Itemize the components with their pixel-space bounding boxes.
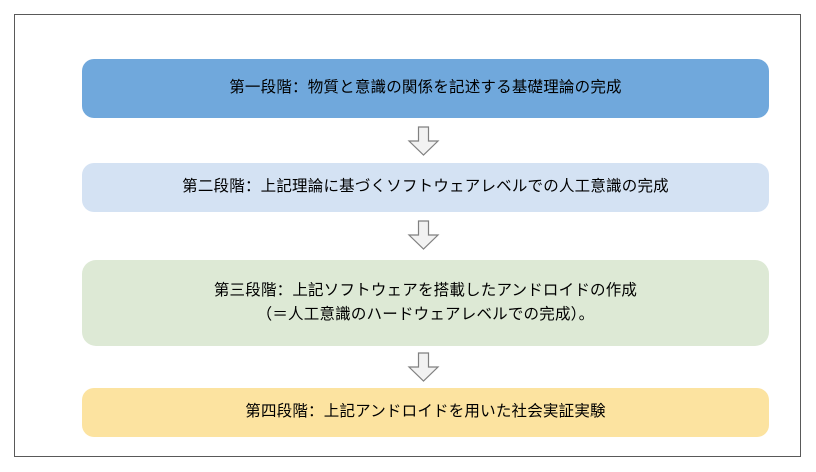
stage-box-3-label: 第三段階：上記ソフトウェアを搭載したアンドロイドの作成 （＝人工意識のハードウェ… — [213, 281, 638, 323]
stage-box-1[interactable]: 第一段階：物質と意識の関係を記述する基礎理論の完成 — [82, 59, 769, 118]
diagram-outer-frame: 第一段階：物質と意識の関係を記述する基礎理論の完成 第二段階：上記理論に基づくソ… — [14, 14, 801, 457]
stage-box-4[interactable]: 第四段階：上記アンドロイドを用いた社会実証実験 — [82, 388, 769, 437]
arrow-down-icon — [407, 220, 440, 250]
stage-box-1-label: 第一段階：物質と意識の関係を記述する基礎理論の完成 — [229, 79, 622, 97]
arrow-down-icon — [407, 352, 440, 382]
stage-box-3[interactable]: 第三段階：上記ソフトウェアを搭載したアンドロイドの作成 （＝人工意識のハードウェ… — [82, 260, 769, 346]
stage-box-2-label: 第二段階：上記理論に基づくソフトウェアレベルでの人工意識の完成 — [182, 178, 669, 196]
stage-box-4-label: 第四段階：上記アンドロイドを用いた社会実証実験 — [245, 403, 606, 421]
stage-box-2[interactable]: 第二段階：上記理論に基づくソフトウェアレベルでの人工意識の完成 — [82, 163, 769, 212]
arrow-down-icon — [407, 126, 440, 156]
